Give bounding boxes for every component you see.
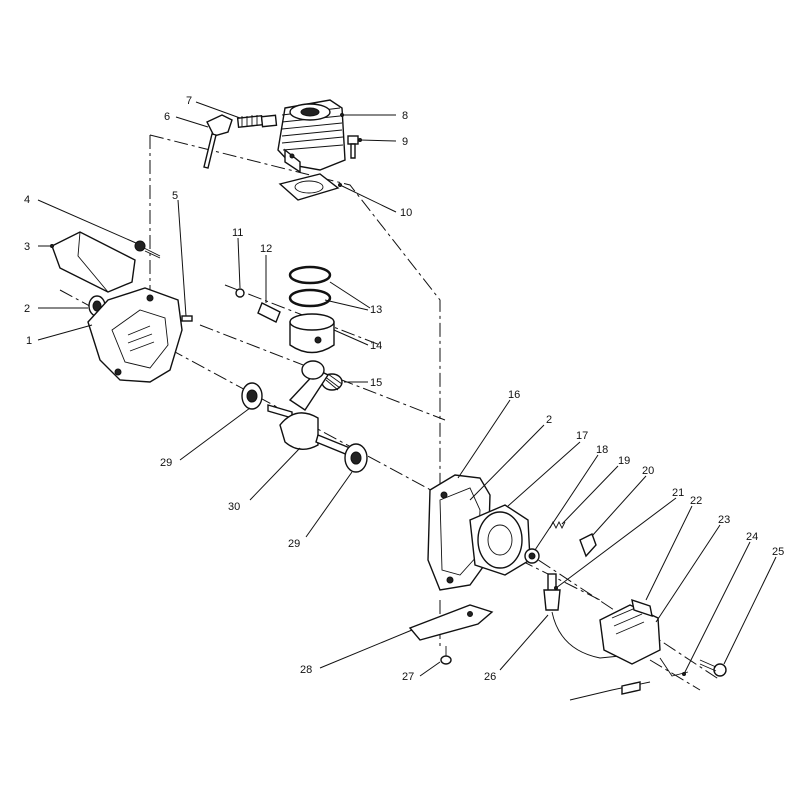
label-14: 14 — [370, 340, 382, 352]
bracket-part — [408, 604, 494, 641]
piston-part — [289, 313, 335, 354]
label-30: 30 — [228, 501, 240, 513]
label-9: 9 — [402, 136, 408, 148]
assembly-centerlines — [59, 134, 721, 691]
label-3: 3 — [24, 241, 30, 253]
ignition-module-part — [599, 598, 661, 665]
leader-lines — [37, 101, 777, 677]
label-8: 8 — [402, 110, 408, 122]
label-10: 10 — [400, 207, 412, 219]
cylinder-gasket-part — [278, 173, 340, 201]
ground-wire-part — [569, 657, 689, 701]
label-25: 25 — [772, 546, 784, 558]
label-23: 23 — [718, 514, 730, 526]
label-4: 4 — [24, 194, 30, 206]
label-15: 15 — [370, 377, 382, 389]
label-12: 12 — [260, 243, 272, 255]
label-5: 5 — [172, 190, 178, 202]
crankcase-left-part — [87, 287, 183, 383]
label-17: 17 — [576, 430, 588, 442]
crankshaft-part — [267, 360, 351, 456]
label-16: 16 — [508, 389, 520, 401]
heat-shield-part — [51, 231, 136, 293]
module-screw-part — [699, 659, 727, 677]
label-7: 7 — [186, 95, 192, 107]
label-20: 20 — [642, 465, 654, 477]
bearing-part-right — [344, 443, 368, 473]
cylinder-part — [277, 99, 346, 174]
label-28: 28 — [300, 664, 312, 676]
label-24: 24 — [746, 531, 758, 543]
label-29-left: 29 — [160, 457, 172, 469]
bracket-screw-part — [440, 646, 452, 665]
leader-arrow-dots — [50, 113, 686, 676]
label-13: 13 — [370, 304, 382, 316]
label-29-right: 29 — [288, 538, 300, 550]
part-labels: 1 2 3 4 5 6 7 8 9 10 11 12 13 14 15 16 2… — [24, 95, 784, 683]
nut-part — [524, 548, 540, 564]
label-19: 19 — [618, 455, 630, 467]
circlip-part — [235, 288, 245, 298]
cylinder-screw-part — [347, 135, 359, 159]
piston-pin-part — [257, 302, 281, 323]
pawl-part — [579, 533, 597, 558]
label-26: 26 — [484, 671, 496, 683]
spark-plug-boot-part — [203, 114, 233, 169]
bolt-part — [134, 240, 161, 259]
label-27: 27 — [402, 671, 414, 683]
piston-rings-part — [288, 265, 332, 308]
label-18: 18 — [596, 444, 608, 456]
flywheel-housing-part — [469, 504, 531, 576]
label-11: 11 — [232, 227, 243, 239]
grommet-wire-part — [543, 589, 621, 659]
spark-plug-part — [236, 114, 278, 128]
label-21: 21 — [672, 487, 684, 499]
label-2-right: 2 — [546, 414, 552, 426]
label-6: 6 — [164, 111, 170, 123]
bearing-part-left — [241, 382, 263, 410]
label-2-left: 2 — [24, 303, 30, 315]
label-1: 1 — [26, 335, 32, 347]
label-22: 22 — [690, 495, 702, 507]
dowel-pin-part — [181, 315, 193, 322]
